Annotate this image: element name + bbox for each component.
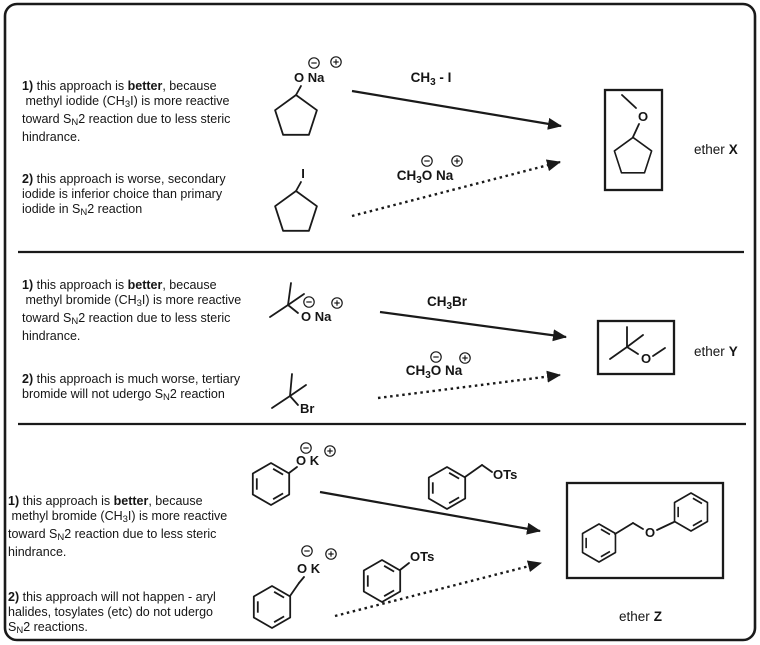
panel3-note-1: 1) this approach is better, because meth… <box>8 494 228 559</box>
sodium-methoxide-label: CH3O Na <box>397 168 454 186</box>
methyl-bromide-label: CH3Br <box>427 294 468 312</box>
potassium-benzylate-structure: O K <box>252 545 337 629</box>
benzyl-tosylate-structure: OTs <box>427 464 517 510</box>
sodium-alkoxide-label: O Na <box>301 309 332 324</box>
tosylate-label: OTs <box>410 549 434 564</box>
plus-charge-icon <box>459 352 471 364</box>
panel2-note-1: 1) this approach is better, because meth… <box>22 278 242 343</box>
plus-charge-icon <box>451 155 463 167</box>
plus-charge-icon <box>324 445 336 457</box>
iodocyclopentane-structure: I <box>274 166 318 232</box>
oxygen-label: O <box>641 351 651 366</box>
panel1-note-2: 2) this approach is worse, secondary iod… <box>22 172 226 218</box>
dashed-reaction-arrow-3 <box>334 560 542 618</box>
dashed-reaction-arrow-1 <box>351 159 561 218</box>
oxygen-label: O <box>645 525 655 540</box>
cyclopentane-ring <box>274 190 318 232</box>
potassium-alkoxide-label: O K <box>296 453 320 468</box>
cyclopentanolate-structure: O Na <box>274 56 342 136</box>
potassium-phenoxide-structure: O K <box>251 442 336 506</box>
tert-butyl-bromide-structure: Br <box>271 373 314 416</box>
benzene-ring <box>362 559 402 603</box>
benzene-ring <box>427 466 467 510</box>
benzyl-phenyl-ether-structure: O <box>581 492 709 563</box>
sodium-alkoxide-label: O Na <box>294 70 325 85</box>
benzene-ring <box>251 462 291 506</box>
cyclopentane-ring <box>613 136 653 174</box>
product-box-z <box>565 481 725 580</box>
benzene-ring <box>252 585 292 629</box>
solid-reaction-arrow-3 <box>319 490 541 535</box>
product-box-x <box>603 88 664 192</box>
tert-butoxide-structure: O Na <box>269 282 343 324</box>
minus-charge-icon <box>301 545 313 557</box>
solid-reaction-arrow-2 <box>379 310 567 342</box>
solid-reaction-arrow-1 <box>351 89 562 130</box>
cyclopentane-ring <box>274 94 318 136</box>
panel3-note-2: 2) this approach will not happen - aryl … <box>8 590 216 636</box>
methyl-iodide-label: CH3 - I <box>411 70 452 88</box>
benzene-ring <box>581 523 617 563</box>
oxygen-label: O <box>638 109 648 124</box>
panel1-note-1: 1) this approach is better, because meth… <box>22 79 231 144</box>
methoxycyclopentane-structure: O <box>613 94 653 174</box>
minus-charge-icon <box>308 57 320 69</box>
tosylate-label: OTs <box>493 467 517 482</box>
phenyl-tosylate-structure: OTs <box>362 549 434 603</box>
plus-charge-icon <box>325 548 337 560</box>
product-box-y <box>596 319 676 376</box>
dashed-reaction-arrow-2 <box>377 370 561 400</box>
benzene-ring <box>673 492 709 532</box>
minus-charge-icon <box>430 351 442 363</box>
minus-charge-icon <box>300 442 312 454</box>
outer-border <box>3 2 757 642</box>
tert-butyl-methyl-ether-structure: O <box>609 326 666 366</box>
sodium-methoxide-label: CH3O Na <box>406 363 463 381</box>
panel2-note-2: 2) this approach is much worse, tertiary… <box>22 372 241 403</box>
bromine-label: Br <box>300 401 314 416</box>
minus-charge-icon <box>421 155 433 167</box>
plus-charge-icon <box>330 56 342 68</box>
potassium-alkoxide-label: O K <box>297 561 321 576</box>
iodine-label: I <box>301 166 305 181</box>
plus-charge-icon <box>331 297 343 309</box>
minus-charge-icon <box>303 296 315 308</box>
